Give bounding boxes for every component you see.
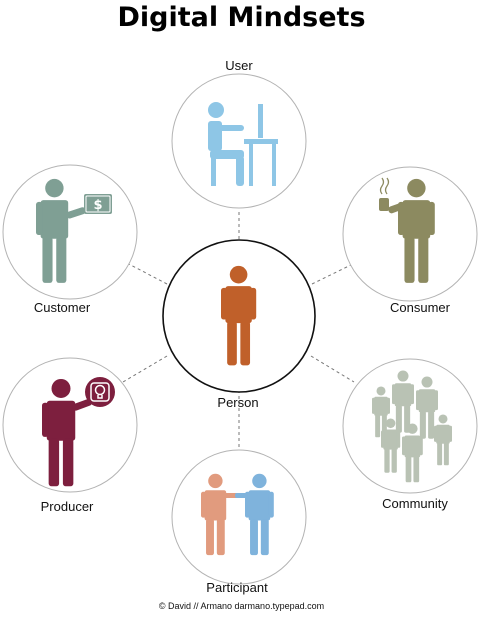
connector-producer (122, 355, 168, 383)
customer-label: Customer (33, 300, 91, 315)
person-with-idea-icon (42, 377, 115, 487)
producer-label: Producer (40, 499, 94, 514)
credit-line: © David // Armano darmano.typepad.com (158, 601, 325, 611)
person-icon (221, 265, 257, 366)
community-label: Community (382, 496, 448, 511)
user-circle (171, 73, 307, 209)
customer-circle (2, 164, 138, 300)
person-at-computer-icon (208, 102, 278, 186)
person-with-coffee-icon (379, 177, 435, 283)
consumer-label: Consumer (390, 300, 450, 315)
connector-consumer (311, 261, 358, 285)
person-with-money-icon: $ (36, 178, 112, 283)
participant-circle (171, 449, 307, 585)
diagram-title: Digital Mindsets (117, 2, 366, 33)
participant-label: Participant (206, 580, 268, 595)
connector-customer (124, 261, 168, 285)
group-of-people-icon (372, 370, 452, 483)
person-label: Person (217, 395, 259, 410)
two-people-handshake-icon (201, 473, 274, 556)
user-label: User (225, 58, 253, 73)
connector-community (310, 355, 355, 383)
money-symbol: $ (93, 198, 102, 213)
